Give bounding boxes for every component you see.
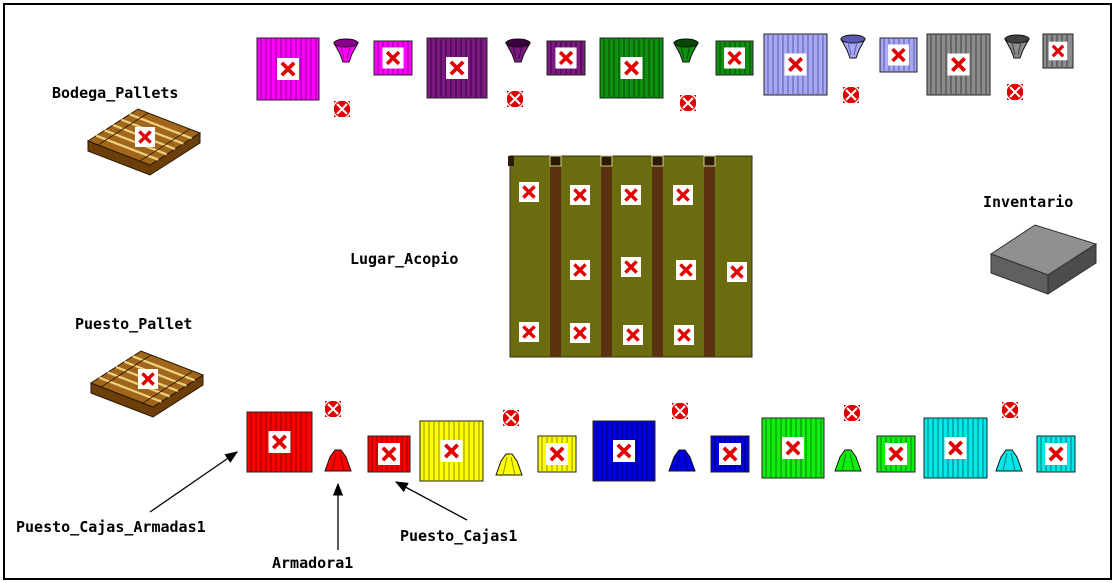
x-marker-icon xyxy=(446,57,468,79)
x-marker-icon xyxy=(782,437,804,459)
x-marker-icon xyxy=(945,437,967,459)
x-marker-icon xyxy=(673,185,693,205)
x-marker-icon xyxy=(621,185,641,205)
puesto-cajas-box xyxy=(1037,436,1075,472)
x-marker-icon xyxy=(888,44,909,65)
label-puesto-pallet: Puesto_Pallet xyxy=(75,315,192,333)
armadora-machine-icon xyxy=(996,450,1022,471)
x-marker-icon xyxy=(378,443,400,465)
resource-marker-icon xyxy=(506,90,524,108)
bottom-station-group-1 xyxy=(247,400,410,472)
label-puesto-cajas1: Puesto_Cajas1 xyxy=(400,527,517,545)
x-marker-icon xyxy=(623,325,643,345)
puesto-cajas-box xyxy=(538,436,576,472)
top-station-group-1 xyxy=(257,38,412,118)
armadora-machine-icon xyxy=(841,35,865,58)
armadora-machine-icon xyxy=(506,39,530,62)
lugar-acopio-shape xyxy=(508,156,752,357)
x-marker-icon xyxy=(719,443,741,465)
x-marker-icon xyxy=(613,440,635,462)
top-station-group-2 xyxy=(427,38,585,108)
x-marker-icon xyxy=(570,185,590,205)
x-marker-icon xyxy=(570,260,590,280)
puesto-cajas-armadas-box xyxy=(762,418,824,478)
puesto-cajas-box xyxy=(711,436,749,472)
armadora-machine-icon xyxy=(669,450,695,471)
x-marker-icon xyxy=(727,262,747,282)
label-bodega-pallets: Bodega_Pallets xyxy=(52,84,178,102)
top-box-buffer xyxy=(600,38,663,98)
x-marker-icon xyxy=(621,57,643,79)
x-marker-icon xyxy=(674,325,694,345)
x-marker-icon xyxy=(724,47,745,68)
armadora-machine-icon xyxy=(835,450,861,471)
top-box-buffer xyxy=(927,34,990,95)
x-marker-icon xyxy=(138,369,158,389)
arrow-puesto-cajas-armadas1 xyxy=(150,452,237,512)
label-armadora1: Armadora1 xyxy=(272,554,353,572)
x-marker-icon xyxy=(135,127,155,147)
resource-marker-icon xyxy=(679,94,697,112)
top-box-buffer xyxy=(257,38,319,100)
x-marker-icon xyxy=(441,440,463,462)
top-box-station xyxy=(880,38,917,72)
puesto-cajas-box xyxy=(368,436,410,472)
label-lugar-acopio: Lugar_Acopio xyxy=(350,250,458,268)
bottom-station-group-2 xyxy=(420,409,576,481)
label-puesto-cajas-armadas1: Puesto_Cajas_Armadas1 xyxy=(16,518,206,536)
top-box-station xyxy=(374,41,412,75)
top-box-station xyxy=(547,41,585,75)
top-box-station xyxy=(1043,34,1073,68)
armadora-machine-icon xyxy=(325,450,351,471)
x-marker-icon xyxy=(885,443,907,465)
resource-marker-icon xyxy=(842,86,860,104)
puesto-cajas-box xyxy=(877,436,915,472)
bottom-station-group-3 xyxy=(593,402,749,481)
armadora-machine-icon xyxy=(674,39,698,62)
top-box-buffer xyxy=(427,38,487,98)
x-marker-icon xyxy=(382,47,403,68)
top-station-group-3 xyxy=(600,38,753,112)
resource-marker-icon xyxy=(671,402,689,420)
x-marker-icon xyxy=(676,260,696,280)
puesto-cajas-armadas-box xyxy=(593,421,655,481)
x-marker-icon xyxy=(621,257,641,277)
armadora-machine-icon xyxy=(496,454,522,475)
top-station-group-5 xyxy=(927,34,1073,101)
puesto-cajas-armadas-box xyxy=(420,421,483,481)
puesto-cajas-armadas-box xyxy=(924,418,987,478)
x-marker-icon xyxy=(277,58,299,80)
x-marker-icon xyxy=(519,182,539,202)
x-marker-icon xyxy=(546,443,568,465)
top-box-station xyxy=(716,41,753,75)
top-box-buffer xyxy=(764,34,827,95)
armadora-machine-icon xyxy=(334,39,358,62)
puesto-cajas-armadas-box xyxy=(247,412,312,472)
arrow-puesto-cajas1 xyxy=(396,482,467,520)
bodega-pallets-shape xyxy=(88,109,200,175)
resource-marker-icon xyxy=(333,100,351,118)
x-marker-icon xyxy=(269,431,291,453)
armadora-machine-icon xyxy=(1005,35,1029,58)
inventario-shape xyxy=(991,225,1096,294)
x-marker-icon xyxy=(1045,443,1067,465)
puesto-pallet-shape xyxy=(91,351,203,417)
resource-marker-icon xyxy=(324,400,342,418)
resource-marker-icon xyxy=(843,404,861,422)
resource-marker-icon xyxy=(1006,83,1024,101)
x-marker-icon xyxy=(555,47,576,68)
x-marker-icon xyxy=(785,54,807,76)
resource-marker-icon xyxy=(1001,401,1019,419)
x-marker-icon xyxy=(948,54,970,76)
x-marker-icon xyxy=(519,322,539,342)
resource-marker-icon xyxy=(502,409,520,427)
x-marker-icon xyxy=(570,323,590,343)
label-inventario: Inventario xyxy=(983,193,1073,211)
top-station-group-4 xyxy=(764,34,917,104)
bottom-station-group-5 xyxy=(924,401,1075,478)
bottom-station-group-4 xyxy=(762,404,915,478)
x-marker-icon xyxy=(1049,42,1068,61)
